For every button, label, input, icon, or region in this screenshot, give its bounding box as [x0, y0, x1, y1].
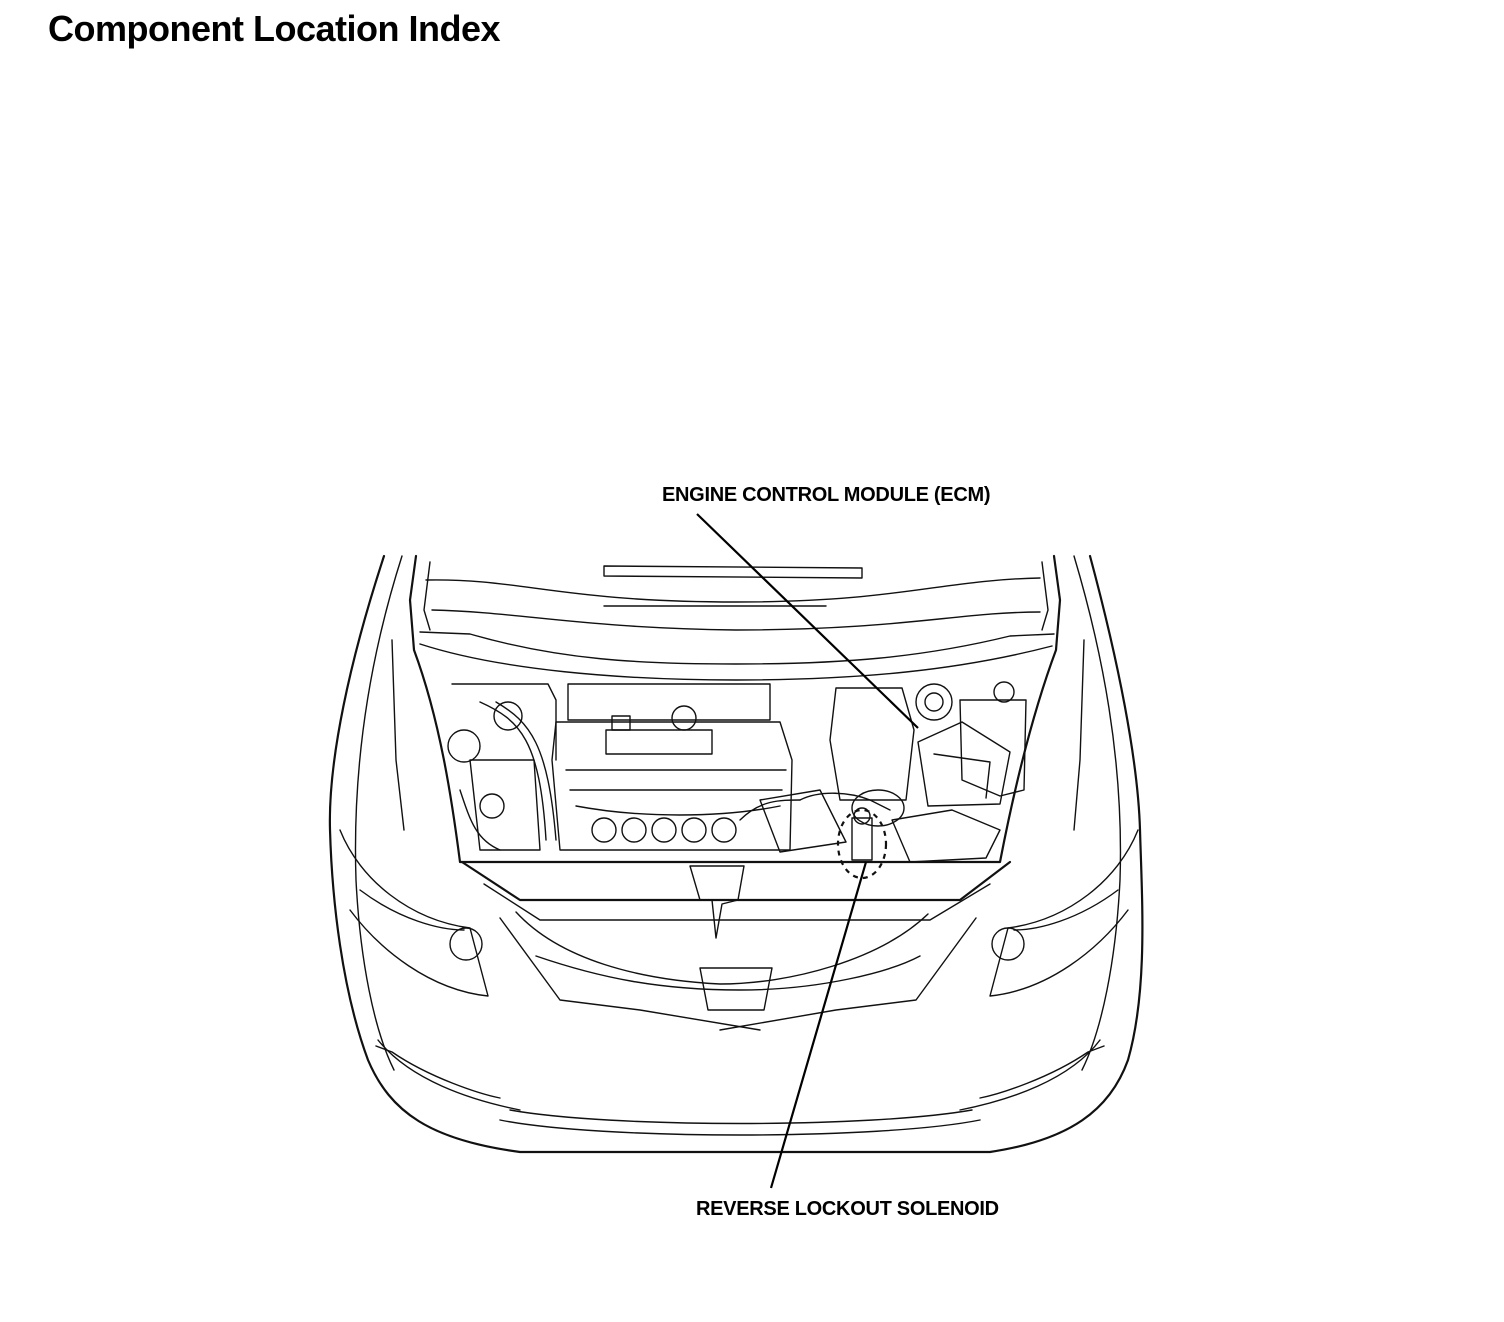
front-fascia	[339, 829, 1139, 1031]
solenoid-leader-line	[769, 861, 868, 1189]
callout-leaders	[696, 513, 919, 1189]
page-title: Component Location Index	[48, 8, 501, 49]
engine-block	[447, 681, 1027, 863]
solenoid-icon	[851, 817, 873, 861]
ecm-leader-line	[696, 513, 919, 729]
car-body-outline	[328, 554, 1144, 1154]
ecm-callout-label: ENGINE CONTROL MODULE (ECM)	[662, 484, 991, 506]
solenoid-highlight-circle	[836, 808, 888, 880]
hood-opening	[408, 554, 1062, 864]
reverse-lockout-solenoid-callout-label: REVERSE LOCKOUT SOLENOID	[696, 1198, 999, 1220]
